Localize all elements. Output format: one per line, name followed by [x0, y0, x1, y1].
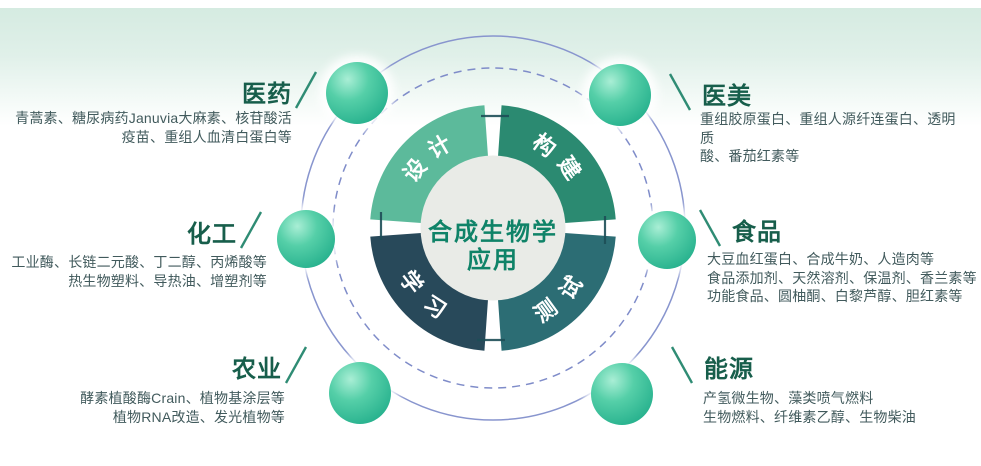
sphere-agriculture: [329, 362, 391, 424]
section-body-beauty: 重组胶原蛋白、重组人源纤连蛋白、透明质 酸、番茄红素等: [700, 110, 966, 166]
segment-design: [370, 105, 489, 224]
section-label-agriculture: 农业: [231, 356, 282, 383]
segment-learn: [370, 232, 489, 351]
body-line: 食品添加剂、天然溶剂、保温剂、香兰素等: [707, 269, 977, 286]
section-label-chemical: 化工: [187, 220, 237, 248]
flag-diagonal: [239, 211, 263, 249]
section-body-chemical: 工业酶、长链二元酸、丁二醇、丙烯酸等 热生物塑料、导热油、增塑剂等: [10, 253, 267, 290]
body-line: 热生物塑料、导热油、增塑剂等: [68, 272, 267, 289]
segment-test: [497, 232, 616, 351]
body-line: 青蒿素、糖尿病药Januvia大麻素、核苷酸活: [15, 110, 292, 126]
section-body-pharma: 青蒿素、糖尿病药Januvia大麻素、核苷酸活 疫苗、重组人血清白蛋白等: [12, 109, 292, 146]
sphere-food: [638, 211, 696, 269]
center-title-line2: 应用: [467, 246, 519, 274]
body-line: 植物RNA改造、发光植物等: [112, 408, 285, 425]
sphere-beauty: [589, 64, 651, 126]
body-line: 酸、番茄红素等: [700, 148, 800, 164]
top-gradient-band: [0, 8, 981, 126]
section-label-pharma: 医药: [242, 81, 292, 108]
center-title-line1: 合成生物学: [428, 218, 558, 246]
flag-diagonal: [668, 73, 692, 111]
section-label-beauty: 医美: [702, 82, 752, 110]
section-header-beauty: 医美: [662, 68, 882, 114]
ring-gap-ticks: [379, 114, 607, 342]
cycle-ring: [370, 105, 616, 351]
flag-diagonal: [670, 346, 694, 384]
section-header-chemical: 化工: [105, 206, 265, 252]
body-line: 功能食品、圆柚酮、白黎芦醇、胆红素等: [707, 288, 963, 304]
flag-diagonal: [698, 209, 722, 247]
section-body-energy: 产氢微生物、藻类喷气燃料 生物燃料、纤维素乙醇、生物柴油: [703, 389, 963, 426]
section-body-agriculture: 酵素植酸酶Crain、植物基涂层等 植物RNA改造、发光植物等: [55, 389, 285, 426]
body-line: 生物燃料、纤维素乙醇、生物柴油: [703, 408, 916, 425]
center-disc: [420, 155, 566, 301]
body-line: 重组胶原蛋白、重组人源纤连蛋白、透明质: [700, 111, 956, 146]
flag-diagonal: [284, 346, 308, 384]
section-header-energy: 能源: [664, 341, 884, 387]
orbit-spheres: [270, 55, 703, 432]
section-header-agriculture: 农业: [150, 341, 310, 387]
sphere-pharma: [326, 62, 388, 124]
body-line: 疫苗、重组人血清白蛋白等: [121, 128, 292, 145]
section-header-food: 食品: [692, 204, 912, 250]
body-line: 酵素植酸酶Crain、植物基涂层等: [80, 390, 285, 406]
segment-build: [497, 105, 616, 224]
body-line: 大豆血红蛋白、合成牛奶、人造肉等: [707, 251, 935, 267]
section-label-energy: 能源: [704, 355, 754, 383]
section-body-food: 大豆血红蛋白、合成牛奶、人造肉等 食品添加剂、天然溶剂、保温剂、香兰素等 功能食…: [707, 250, 979, 306]
section-header-pharma: 医药: [160, 66, 320, 112]
sphere-chemical: [277, 210, 335, 268]
body-line: 产氢微生物、藻类喷气燃料: [703, 390, 874, 406]
section-label-food: 食品: [732, 218, 782, 246]
body-line: 工业酶、长链二元酸、丁二醇、丙烯酸等: [11, 254, 267, 270]
sphere-energy: [591, 363, 653, 425]
flag-diagonal: [294, 71, 318, 109]
